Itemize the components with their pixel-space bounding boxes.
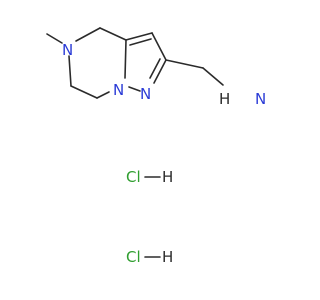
bond-n-ch2-top [75, 27, 101, 42]
bond-n-ch2-bottom [68, 55, 72, 87]
structure-drawing: N N N H N Cl H Cl H [46, 27, 266, 266]
atom-n-ring: N [140, 85, 151, 103]
bond-c2-ch2 [165, 59, 204, 69]
atom-n-methyl: N [62, 41, 73, 59]
bond-ch2-c3a [99, 27, 127, 41]
salt-hcl-1: Cl H [126, 168, 173, 186]
salt-cl-label: Cl [126, 168, 141, 186]
bond-c3a-nbridge [124, 39, 127, 79]
salt-hcl-2: Cl H [126, 248, 173, 266]
bond-methyl [46, 33, 63, 44]
bond-c3a-c3-inner [129, 38, 152, 46]
bond-ch2-nh2 [202, 67, 224, 86]
salt-h-label: H [162, 168, 173, 186]
atom-n-bridge: N [113, 81, 124, 99]
salt-cl-label: Cl [126, 248, 141, 266]
bond-c2-n [153, 59, 167, 84]
molecule-canvas: N N N H N Cl H Cl H [46, 27, 266, 266]
bond-n-nbridge [128, 86, 141, 92]
salt-h-label: H [162, 248, 173, 266]
bond-ch2-ch2 [70, 85, 98, 99]
atom-h-amine: H [219, 90, 230, 108]
bond-c3a-c3 [125, 32, 153, 41]
bond-ch2-nbridge [96, 91, 110, 99]
bond-c2-n-inner [149, 58, 161, 79]
atom-n-amine: N [255, 90, 266, 108]
bond-c3-c2 [151, 32, 167, 61]
